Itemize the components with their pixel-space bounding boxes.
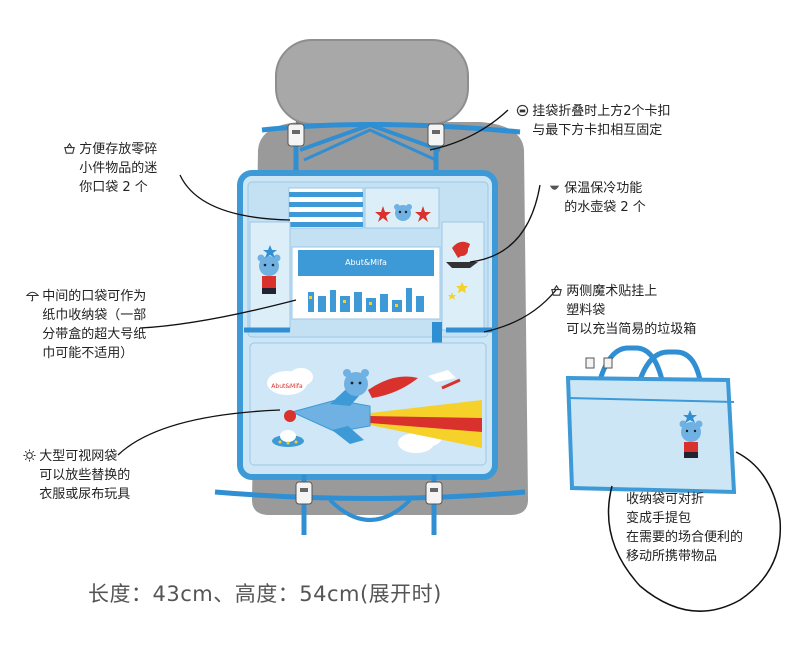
basket-icon <box>64 142 76 154</box>
strap-cross <box>303 128 437 162</box>
mini-pocket-left <box>288 187 364 229</box>
folded-handbag <box>565 345 737 495</box>
bottom-buckle-right <box>425 481 443 505</box>
handbag-callout-circle <box>607 451 782 612</box>
leader-buckle <box>429 109 509 151</box>
bottle-holder-right <box>441 221 485 331</box>
annotation-buckle-text: 挂袋折叠时上方2个卡扣 与最下方卡扣相互固定 <box>532 104 671 138</box>
headrest <box>275 39 469 125</box>
annotation-middle-pocket-text: 中间的口袋可作为 纸巾收纳袋（一部 分带盒的超大号纸 巾可能不适用） <box>42 289 147 361</box>
bowl-icon <box>550 185 560 190</box>
annotation-mesh-pocket-text: 大型可视网袋 可以放些替换的 衣服或尿布玩具 <box>39 449 131 502</box>
bottom-strap-loop <box>328 498 412 522</box>
leader-mesh-pocket <box>117 409 281 456</box>
annotation-foldable: 收纳袋可对折 变成手提包 在需要的场合便利的 移动所携带物品 <box>626 492 744 564</box>
annotation-mesh-pocket: 大型可视网袋 可以放些替换的 衣服或尿布玩具 <box>15 428 130 504</box>
brand-label-cloud: Abut&Mifa <box>271 383 303 390</box>
bottom-buckle-left <box>295 481 313 505</box>
annotation-velcro: 两侧魔术贴挂上 塑料袋 可以充当简易的垃圾箱 <box>542 263 696 339</box>
leader-bottle <box>469 184 541 263</box>
bear-character-left <box>257 245 281 294</box>
sun-icon <box>23 449 36 462</box>
annotation-mini-pocket-text: 方便存放零碎 小件物品的迷 你口袋 2 个 <box>79 142 158 195</box>
middle-clip <box>432 322 442 346</box>
basket-icon <box>551 284 563 296</box>
annotation-bottle-holder: 保温保冷功能 的水壶袋 2 个 <box>540 160 646 217</box>
annotation-mini-pocket: 方便存放零碎 小件物品的迷 你口袋 2 个 <box>55 121 157 197</box>
top-buckle-left <box>287 123 305 147</box>
leader-velcro <box>483 289 557 333</box>
dragon-character-right <box>446 241 478 300</box>
mesh-pocket: Abut&Mifa <box>249 342 487 466</box>
annotation-middle-pocket: 中间的口袋可作为 纸巾收纳袋（一部 分带盒的超大号纸 巾可能不适用） <box>18 268 146 363</box>
annotation-velcro-text: 两侧魔术贴挂上 塑料袋 可以充当简易的垃圾箱 <box>566 284 697 337</box>
clip-icon <box>517 104 529 117</box>
tissue-pocket: Abut&Mifa <box>291 246 441 320</box>
strap-diag-left <box>299 122 441 152</box>
leader-tissue-pocket <box>179 174 291 221</box>
bottom-strap <box>214 489 526 501</box>
annotation-buckle: 挂袋折叠时上方2个卡扣 与最下方卡扣相互固定 <box>508 83 671 140</box>
mini-pocket-right <box>364 187 440 229</box>
dimensions-caption: 长度：43cm、高度：54cm(展开时) <box>88 582 442 606</box>
top-buckle-right <box>427 123 445 147</box>
annotation-bottle-holder-text: 保温保冷功能 的水壶袋 2 个 <box>564 181 646 215</box>
leader-middle-pocket <box>139 299 297 329</box>
umbrella-icon <box>26 291 40 302</box>
brand-label-top: Abut&Mifa <box>345 258 387 267</box>
